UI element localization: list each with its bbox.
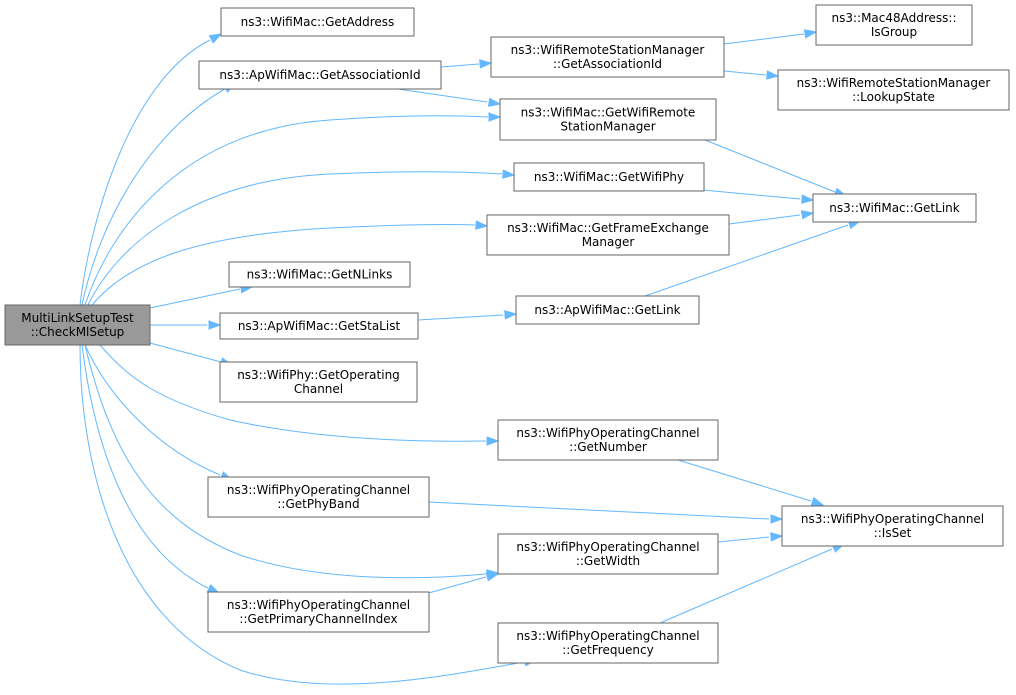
node-box bbox=[781, 505, 1004, 547]
node-label: ns3::WifiPhyOperatingChannel bbox=[516, 540, 699, 554]
node-getNumber[interactable]: ns3::WifiPhyOperatingChannel::GetNumber bbox=[497, 419, 719, 461]
node-root[interactable]: MultiLinkSetupTest::CheckMlSetup bbox=[4, 304, 151, 346]
node-label: ::GetAssociationId bbox=[553, 57, 662, 71]
node-label: ::IsSet bbox=[874, 526, 912, 540]
edge-root-to-getWifiPhy bbox=[87, 169, 516, 306]
node-box bbox=[219, 361, 418, 403]
edge-root-to-getFrameExchangeManager bbox=[91, 220, 489, 306]
node-getFrequency[interactable]: ns3::WifiPhyOperatingChannel::GetFrequen… bbox=[497, 622, 719, 664]
node-label: Channel bbox=[294, 382, 343, 396]
node-apGetLink[interactable]: ns3::ApWifiMac::GetLink bbox=[515, 295, 700, 325]
edge-root-to-getPrimaryChannelIndex bbox=[81, 344, 221, 594]
node-box bbox=[497, 622, 719, 664]
node-label: ns3::ApWifiMac::GetStaList bbox=[238, 319, 401, 333]
node-getPrimaryChannelIndex[interactable]: ns3::WifiPhyOperatingChannel::GetPrimary… bbox=[207, 591, 430, 633]
function-nodes: MultiLinkSetupTest::CheckMlSetupns3::Wif… bbox=[4, 4, 1010, 664]
edge-apGetAssociationId-to-wrsmGetAssociationId bbox=[440, 59, 493, 69]
node-label: ns3::WifiPhyOperatingChannel bbox=[801, 512, 984, 526]
node-getPhyBand[interactable]: ns3::WifiPhyOperatingChannel::GetPhyBand bbox=[207, 476, 430, 518]
node-label: ns3::WifiMac::GetFrameExchange bbox=[507, 221, 709, 235]
node-box bbox=[515, 295, 700, 325]
node-macGetLink[interactable]: ns3::WifiMac::GetLink bbox=[812, 193, 977, 223]
node-label: ns3::ApWifiMac::GetAssociationId bbox=[219, 68, 420, 82]
node-label: IsGroup bbox=[871, 25, 917, 39]
node-label: ns3::WifiMac::GetLink bbox=[829, 201, 959, 215]
node-label: MultiLinkSetupTest bbox=[21, 311, 134, 325]
node-box bbox=[228, 261, 411, 288]
edge-root-to-getStaList bbox=[150, 320, 222, 330]
node-label: ::CheckMlSetup bbox=[31, 325, 125, 339]
node-getAddress[interactable]: ns3::WifiMac::GetAddress bbox=[220, 7, 415, 37]
node-label: ::GetNumber bbox=[569, 440, 647, 454]
node-box bbox=[812, 193, 977, 223]
node-label: ::LookupState bbox=[852, 90, 935, 104]
edge-root-to-getWifiRemoteStationManager bbox=[84, 112, 502, 306]
edge-root-to-getNLinks bbox=[149, 284, 254, 309]
edge-root-to-getAddress bbox=[79, 33, 223, 306]
node-label: ::GetPrimaryChannelIndex bbox=[239, 612, 397, 626]
node-isSet[interactable]: ns3::WifiPhyOperatingChannel::IsSet bbox=[781, 505, 1004, 547]
node-label: ::GetPhyBand bbox=[277, 497, 359, 511]
node-box bbox=[220, 7, 415, 37]
node-wrsmGetAssociationId[interactable]: ns3::WifiRemoteStationManager::GetAssoci… bbox=[490, 36, 725, 78]
node-box bbox=[815, 4, 973, 46]
node-box bbox=[499, 98, 717, 141]
node-label: ns3::WifiRemoteStationManager bbox=[797, 76, 991, 90]
node-label: ns3::WifiPhyOperatingChannel bbox=[227, 598, 410, 612]
edge-apGetAssociationId-to-getWifiRemoteStationManager bbox=[397, 88, 502, 107]
node-getWifiPhy[interactable]: ns3::WifiMac::GetWifiPhy bbox=[513, 162, 705, 192]
node-box bbox=[490, 36, 725, 78]
call-edges bbox=[79, 29, 862, 685]
edge-getWifiRemoteStationManager-to-macGetLink bbox=[704, 139, 848, 197]
node-label: ns3::Mac48Address:: bbox=[831, 11, 956, 25]
node-label: ::GetFrequency bbox=[562, 643, 653, 657]
node-getWidth[interactable]: ns3::WifiPhyOperatingChannel::GetWidth bbox=[497, 533, 719, 575]
edge-root-to-getNumber bbox=[99, 344, 500, 446]
node-label: ns3::WifiMac::GetAddress bbox=[241, 15, 395, 29]
node-getNLinks[interactable]: ns3::WifiMac::GetNLinks bbox=[228, 261, 411, 288]
node-box bbox=[513, 162, 705, 192]
edge-getPrimaryChannelIndex-to-getWidth bbox=[424, 572, 500, 595]
node-label: Manager bbox=[582, 235, 635, 249]
node-box bbox=[219, 312, 419, 340]
edge-getStaList-to-apGetLink bbox=[417, 310, 518, 321]
edge-getPhyBand-to-isSet bbox=[428, 501, 784, 524]
edge-getWidth-to-isSet bbox=[717, 532, 784, 543]
edge-getWifiPhy-to-macGetLink bbox=[702, 189, 815, 204]
node-apGetAssociationId[interactable]: ns3::ApWifiMac::GetAssociationId bbox=[198, 60, 442, 90]
edge-getFrameExchangeManager-to-macGetLink bbox=[728, 210, 815, 225]
node-label: ns3::WifiMac::GetWifiPhy bbox=[534, 170, 684, 184]
node-label: ns3::WifiPhy::GetOperating bbox=[237, 368, 400, 382]
node-box bbox=[497, 419, 719, 461]
edge-wrsmGetAssociationId-to-mac48IsGroup bbox=[723, 29, 818, 45]
node-getWifiRemoteStationManager[interactable]: ns3::WifiMac::GetWifiRemoteStationManage… bbox=[499, 98, 717, 141]
node-label: ns3::WifiMac::GetNLinks bbox=[247, 268, 393, 282]
node-box bbox=[486, 214, 730, 256]
node-box bbox=[497, 533, 719, 575]
edge-wrsmGetAssociationId-to-wrsmLookupState bbox=[723, 70, 780, 80]
node-label: StationManager bbox=[560, 120, 655, 134]
node-label: ns3::WifiMac::GetWifiRemote bbox=[521, 106, 696, 120]
node-box bbox=[198, 60, 442, 90]
edge-getNumber-to-isSet bbox=[677, 459, 825, 506]
node-box bbox=[207, 591, 430, 633]
node-wrsmLookupState[interactable]: ns3::WifiRemoteStationManager::LookupSta… bbox=[777, 69, 1010, 111]
node-label: ns3::WifiPhyOperatingChannel bbox=[516, 426, 699, 440]
node-box bbox=[777, 69, 1010, 111]
node-label: ns3::ApWifiMac::GetLink bbox=[534, 303, 680, 317]
node-box bbox=[4, 304, 151, 346]
node-label: ::GetWidth bbox=[576, 554, 640, 568]
node-mac48IsGroup[interactable]: ns3::Mac48Address::IsGroup bbox=[815, 4, 973, 46]
node-label: ns3::WifiPhyOperatingChannel bbox=[227, 483, 410, 497]
node-getStaList[interactable]: ns3::ApWifiMac::GetStaList bbox=[219, 312, 419, 340]
node-box bbox=[207, 476, 430, 518]
node-label: ns3::WifiRemoteStationManager bbox=[511, 43, 705, 57]
node-label: ns3::WifiPhyOperatingChannel bbox=[516, 629, 699, 643]
edge-root-to-getPhyBand bbox=[84, 344, 234, 481]
